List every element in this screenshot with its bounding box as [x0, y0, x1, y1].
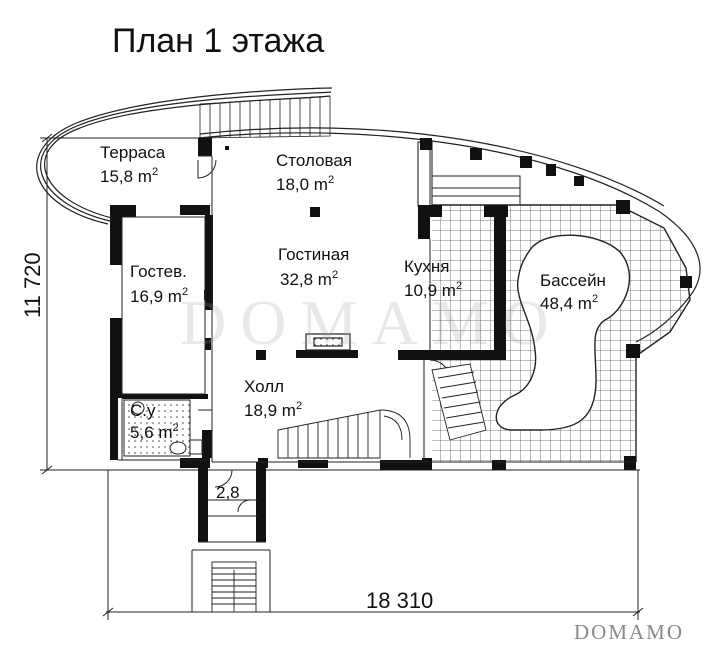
dining-name: Столовая: [276, 151, 352, 170]
kitchen-name: Кухня: [404, 257, 450, 276]
plan-title: План 1 этажа: [112, 22, 325, 60]
kitchen-area: 10,9 m2: [404, 280, 462, 300]
room-labels: Терраса 15,8 m2 Столовая 18,0 m2 Гостина…: [100, 143, 606, 502]
terrace-stair: [199, 95, 331, 139]
width-dimension: 18 310: [366, 588, 433, 613]
pool-name: Бассейн: [540, 271, 606, 290]
pool-area: 48,4 m2: [540, 293, 598, 313]
vestibule-area: 2,8: [216, 483, 240, 502]
fireplace: [305, 333, 351, 351]
wc-area: 5,6 m2: [130, 422, 179, 442]
living-name: Гостиная: [278, 245, 349, 264]
hall-area: 18,9 m2: [244, 400, 302, 420]
guest-area: 16,9 m2: [130, 286, 188, 306]
entrance-stair: [211, 561, 257, 613]
living-area: 32,8 m2: [280, 269, 338, 289]
guest-name: Гостев.: [130, 262, 187, 281]
main-stair: [277, 409, 411, 459]
terrace-name: Терраса: [100, 143, 166, 162]
pool-hall-floor: [432, 204, 691, 462]
terrace-outline: [36, 87, 701, 343]
dimension-lines: [40, 133, 644, 620]
hall-name: Холл: [244, 377, 284, 396]
terrace-area: 15,8 m2: [100, 166, 158, 186]
pool-basin: [495, 234, 631, 431]
watermark-corner: DOMAMO: [574, 620, 685, 644]
walls: [110, 138, 692, 542]
wc-name: С.у: [130, 401, 156, 420]
pool-stair: [431, 363, 487, 441]
height-dimension: 11 720: [20, 252, 45, 318]
dining-area: 18,0 m2: [276, 174, 334, 194]
watermark: DOMAMO: [180, 287, 563, 358]
bathroom-fixtures: [123, 399, 203, 457]
thin-lines: [118, 150, 636, 612]
